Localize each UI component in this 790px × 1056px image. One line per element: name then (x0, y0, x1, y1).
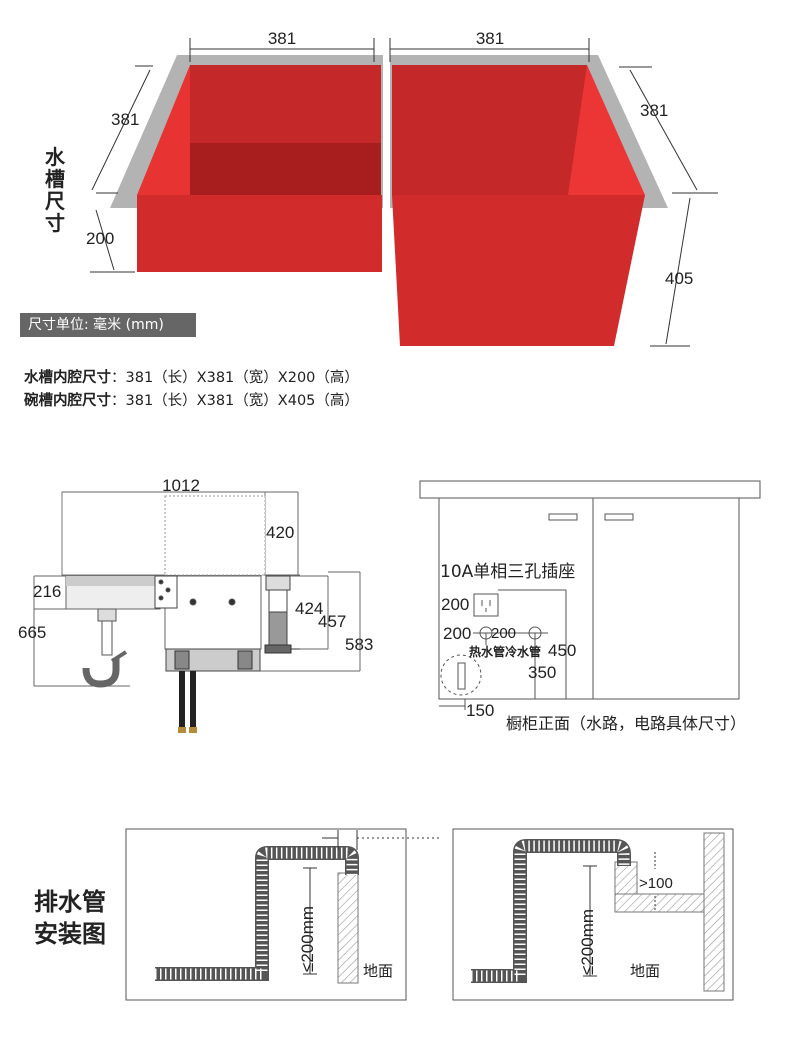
right-gap-label: >100 (639, 875, 673, 892)
dim-150: 150 (466, 701, 494, 720)
dim-left-width: 381 (268, 29, 296, 48)
spec-label: 水槽内腔尺寸 (24, 370, 111, 386)
dim-left-depth: 381 (111, 110, 139, 129)
spec-value: ：381（长）X381（宽）X405（高） (111, 393, 359, 409)
dim-right-height: 405 (665, 269, 693, 288)
drain-left-panel (125, 828, 440, 1001)
dim-left-height: 200 (86, 229, 114, 248)
spec-line-bowl: 碗槽内腔尺寸：381（长）X381（宽）X405（高） (24, 389, 359, 410)
dim-pipe-between: 200 (491, 625, 516, 642)
dim-socket-200: 200 (441, 595, 469, 614)
sink-size-vertical-title: 水 槽 尺 寸 (42, 146, 68, 234)
spec-value: ：381（长）X381（宽）X200（高） (111, 370, 359, 386)
cabinet-labels: 10A单相三孔插座 200 200 200 热水管冷水管 450 350 150… (440, 562, 746, 733)
dim-total-width: 1012 (162, 476, 200, 495)
dim-424: 424 (295, 599, 323, 618)
dim-665: 665 (18, 623, 46, 642)
right-floor-label: 地面 (630, 962, 660, 980)
side-view-drawing (33, 491, 361, 733)
spec-line-sink: 水槽内腔尺寸：381（长）X381（宽）X200（高） (24, 366, 359, 387)
cabinet-countertop (419, 480, 761, 499)
filter-cylinder (265, 575, 291, 591)
drain-title-line: 安装图 (34, 920, 106, 948)
socket-box (473, 593, 499, 617)
dim-right-depth: 381 (640, 101, 668, 120)
right-bowl-front (392, 195, 645, 346)
left-bowl-front (137, 195, 382, 272)
disposer-body (164, 575, 262, 650)
left-floor-label: 地面 (363, 962, 393, 980)
pipes-label: 热水管冷水管 (469, 644, 541, 659)
dim-right-width: 381 (476, 29, 504, 48)
title-char: 槽 (45, 167, 65, 191)
drain-install-title: 排水管 安装图 (34, 886, 106, 950)
spec-label: 碗槽内腔尺寸 (24, 393, 111, 409)
drain-right-panel (452, 828, 734, 1001)
dim-420: 420 (266, 523, 294, 542)
dim-457: 457 (318, 612, 346, 631)
drain-title-line: 排水管 (34, 888, 106, 916)
side-view-labels: 1012 420 216 665 424 457 583 (18, 476, 373, 654)
left-height-label: ≤200mm (298, 906, 317, 972)
cabinet-front-drawing (419, 480, 761, 710)
dim-350: 350 (528, 663, 556, 682)
unit-badge: 尺寸单位: 毫米 (mm) (20, 313, 196, 337)
dim-pipe-200: 200 (443, 624, 471, 643)
sink-3d-drawing: 381 381 381 381 200 405 (86, 29, 718, 347)
dim-216: 216 (33, 582, 61, 601)
dim-450: 450 (548, 641, 576, 660)
right-bowl-back (392, 65, 587, 195)
cabinet-caption: 橱柜正面（水路，电路具体尺寸） (506, 714, 746, 733)
left-bowl-back (190, 65, 381, 143)
right-height-label: ≤200mm (578, 909, 597, 975)
dim-583: 583 (345, 635, 373, 654)
title-char: 尺 (45, 189, 65, 213)
title-char: 寸 (45, 211, 65, 235)
title-char: 水 (45, 145, 65, 169)
socket-label: 10A单相三孔插座 (440, 562, 575, 582)
right-bowl-rightwall (568, 65, 645, 195)
left-bowl-leftwall (137, 65, 190, 195)
left-bowl-floor (190, 143, 381, 195)
